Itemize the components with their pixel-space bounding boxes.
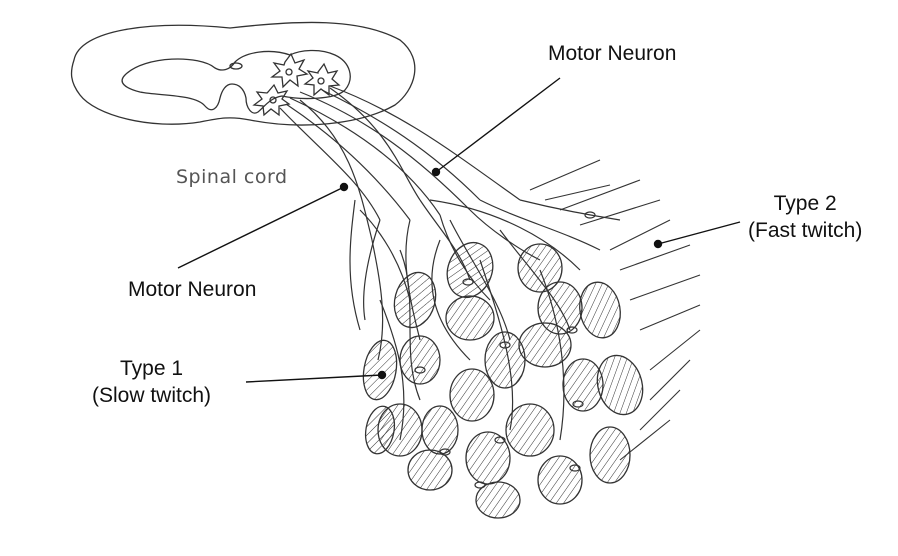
neuron-cell-bodies — [252, 52, 341, 117]
central-canal — [229, 62, 243, 70]
spinal-cord-section — [70, 21, 416, 126]
muscle-fiber — [393, 271, 437, 329]
muscle-fiber — [446, 241, 494, 299]
leader-line-type1 — [245, 374, 383, 383]
axon-bundle — [279, 85, 621, 441]
muscle-fibers — [362, 241, 644, 519]
type2-subtitle: (Fast twitch) — [748, 219, 863, 242]
muscle-fiber — [399, 335, 441, 385]
type2-fiber-label: Type 2 (Fast twitch) — [748, 190, 862, 244]
spinal-cord-label: Spinal cord — [176, 166, 288, 188]
muscle-fiber — [484, 331, 526, 389]
muscle-fiber — [362, 339, 398, 401]
type2-title: Type 2 — [773, 192, 837, 215]
type1-title: Type 1 — [119, 357, 184, 380]
muscle-fiber — [407, 449, 453, 491]
muscle-fiber — [517, 243, 563, 293]
muscle-fiber — [475, 481, 521, 519]
motor-neuron-label-top: Motor Neuron — [548, 40, 676, 67]
motor-neuron-top-text: Motor Neuron — [548, 42, 677, 65]
muscle-fiber — [596, 354, 644, 416]
leader-line-type2 — [657, 221, 741, 245]
motor-neuron-label-bottom: Motor Neuron — [128, 276, 256, 303]
nerve-terminals — [414, 211, 596, 489]
type1-fiber-label: Type 1 (Slow twitch) — [92, 355, 211, 409]
muscle-fiber — [465, 431, 511, 485]
muscle-fiber — [518, 322, 572, 368]
grey-matter — [121, 49, 351, 114]
leader-line-motor-top — [435, 77, 561, 173]
leader-lines — [177, 77, 741, 383]
muscle-fiber — [579, 281, 621, 339]
muscle-fiber — [505, 403, 555, 457]
muscle-fiber — [421, 405, 459, 455]
type1-subtitle: (Slow twitch) — [92, 384, 212, 407]
muscle-fiber — [589, 426, 631, 484]
muscle-fiber — [364, 405, 396, 455]
motor-neuron-bottom-text: Motor Neuron — [128, 278, 257, 301]
muscle-fiber — [445, 295, 495, 341]
muscle-fiber — [449, 368, 495, 422]
muscle-fiber — [537, 455, 583, 505]
leader-line-motor-bottom — [177, 186, 345, 269]
